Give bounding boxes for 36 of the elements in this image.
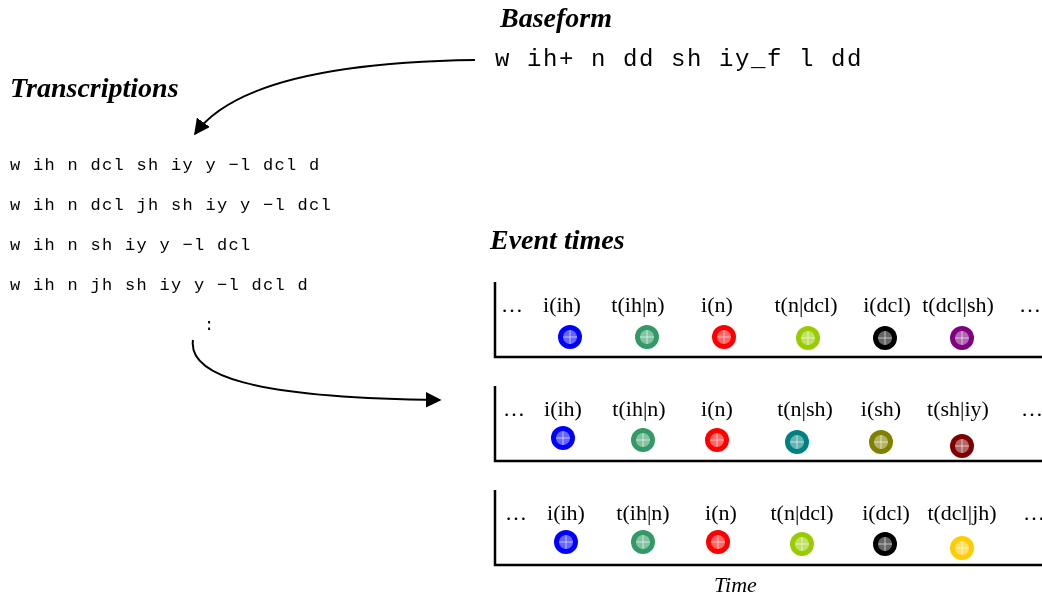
event-label: t(dcl|jh): [927, 500, 997, 526]
event-label: i(ih): [544, 396, 582, 422]
event-label: i(ih): [547, 500, 585, 526]
ellipsis: …: [1019, 292, 1041, 318]
transcription-line: w ih n sh iy y −l dcl: [10, 235, 252, 257]
event-label: i(n): [705, 500, 737, 526]
event-label: t(n|dcl): [770, 500, 834, 526]
event-label: i(n): [701, 292, 733, 318]
event-label: t(ih|n): [612, 396, 666, 422]
axis-label: Time: [714, 572, 757, 598]
event-label: i(ih): [543, 292, 581, 318]
event-label: t(sh|iy): [927, 396, 989, 422]
ellipsis: …: [503, 396, 525, 422]
event-label: t(n|dcl): [774, 292, 838, 318]
transcription-line: w ih n dcl jh sh iy y −l dcl: [10, 195, 333, 217]
event-label: i(sh): [860, 396, 902, 422]
curved-arrow: [193, 59, 476, 136]
heading: Baseform: [500, 2, 612, 34]
event-label: t(dcl|sh): [922, 292, 994, 318]
ellipsis: …: [505, 500, 527, 526]
event-label: i(dcl): [862, 500, 910, 526]
ellipsis: …: [1021, 396, 1042, 422]
baseform-text: w ih+ n dd sh iy_f l dd: [495, 44, 870, 76]
event-label: t(ih|n): [616, 500, 670, 526]
event-label: t(n|sh): [777, 396, 833, 422]
curved-arrow: [192, 339, 442, 408]
event-label: t(ih|n): [611, 292, 665, 318]
continuation-mark: :: [204, 315, 216, 337]
event-label: i(n): [701, 396, 733, 422]
heading: Transcriptions: [10, 72, 179, 104]
ellipsis: …: [1023, 500, 1042, 526]
heading: Event times: [490, 224, 625, 256]
transcription-line: w ih n dcl sh iy y −l dcl d: [10, 155, 321, 177]
event-label: i(dcl): [863, 292, 911, 318]
ellipsis: …: [501, 292, 523, 318]
transcription-line: w ih n jh sh iy y −l dcl d: [10, 275, 310, 297]
